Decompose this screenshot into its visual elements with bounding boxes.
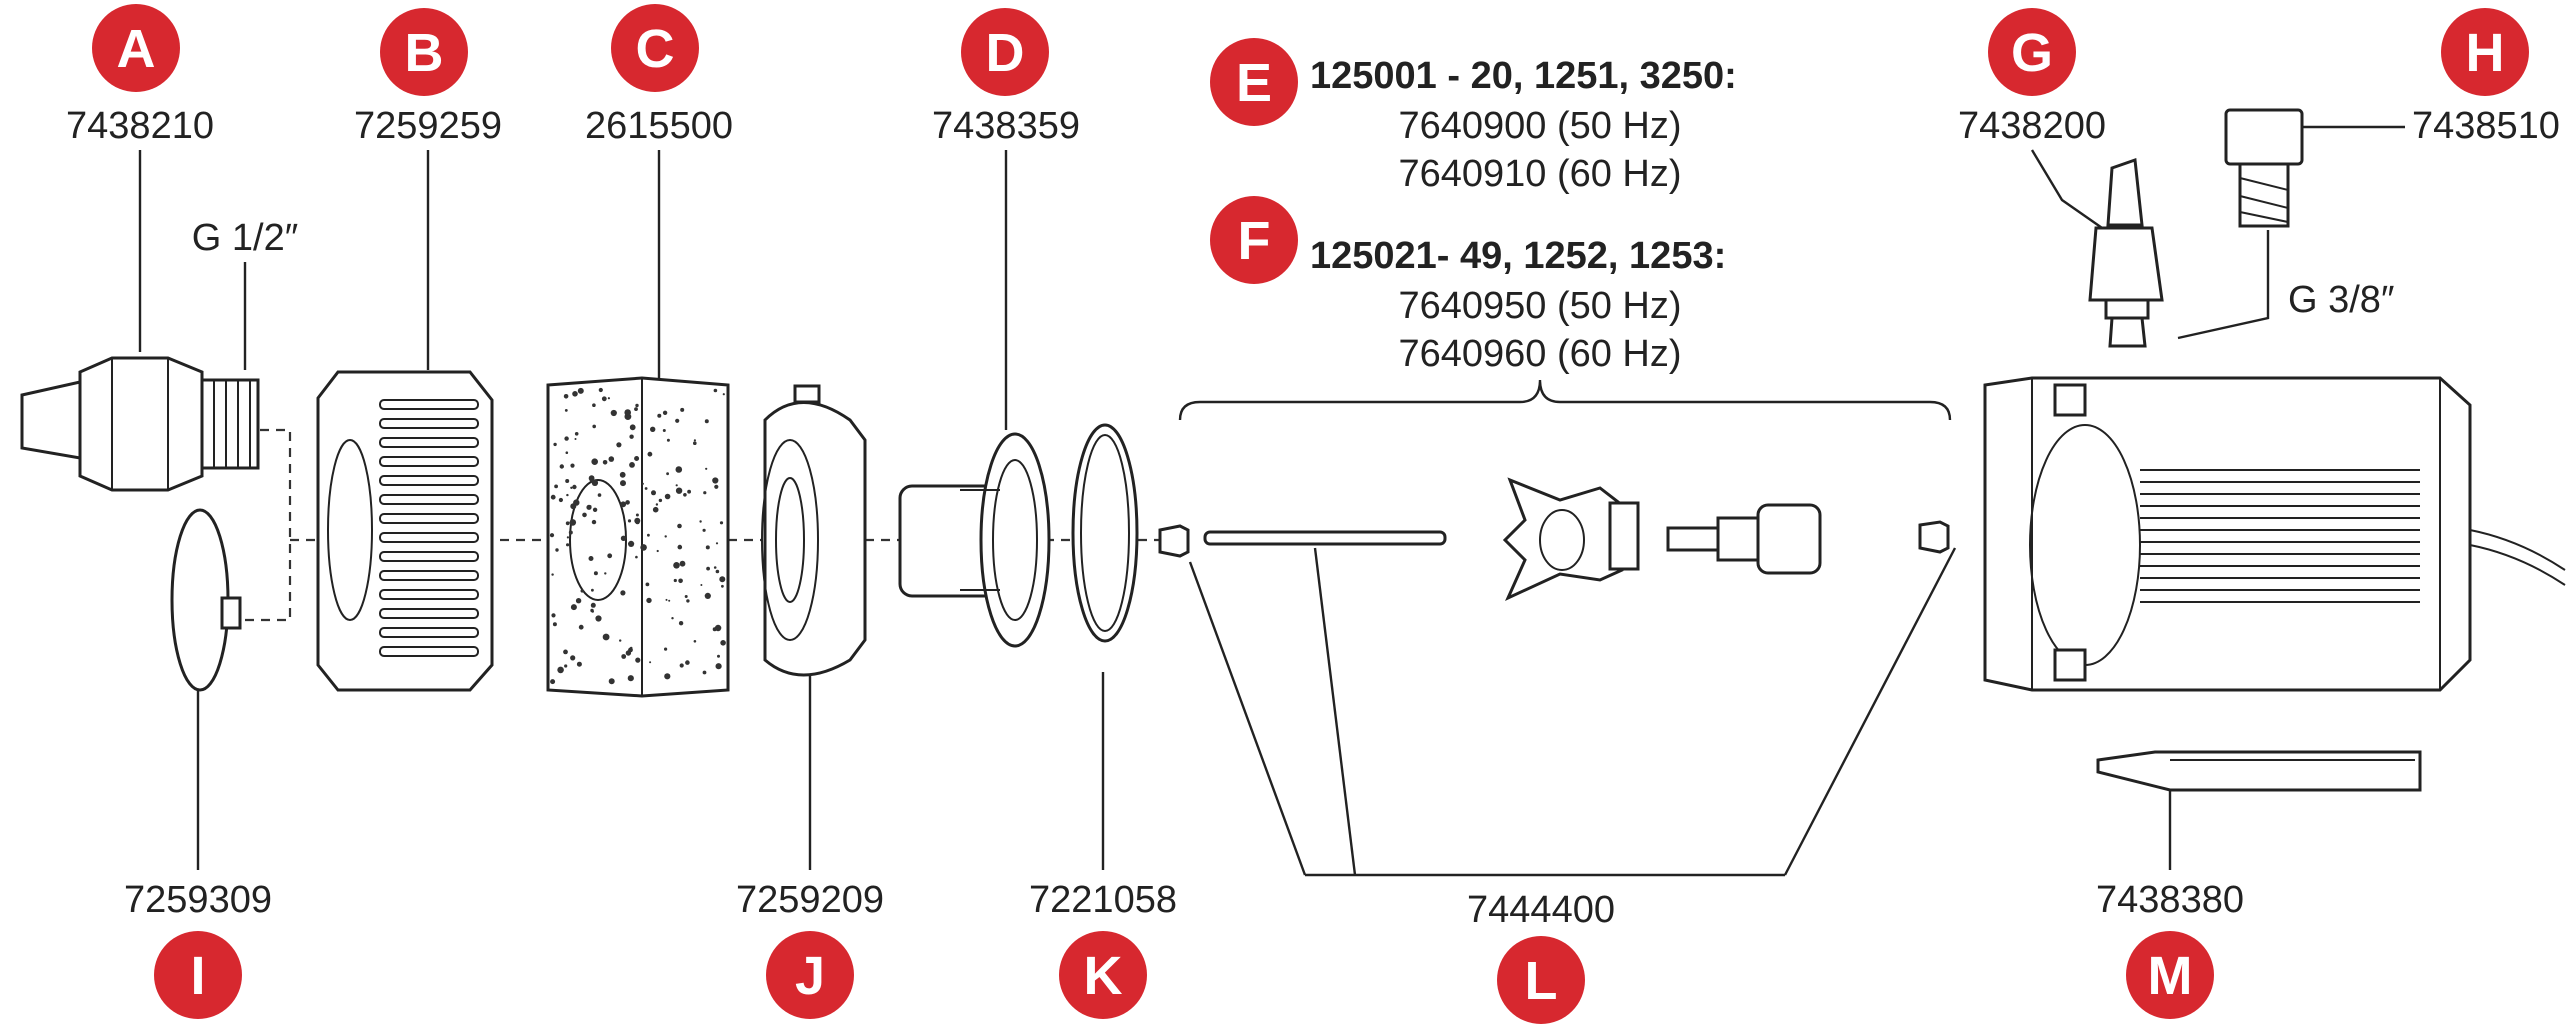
svg-text:F: F <box>1238 211 1271 271</box>
thread-label-motor: G 3/8″ <box>2288 279 2394 321</box>
assembly-axis <box>225 428 1160 622</box>
svg-text:I: I <box>190 946 205 1006</box>
svg-text:G: G <box>2011 23 2053 83</box>
thread-label-outlet: G 1/2″ <box>192 217 298 259</box>
svg-text:L: L <box>1525 951 1558 1011</box>
impeller-models-e: 125001 - 20, 1251, 3250: <box>1310 55 1737 97</box>
badge-l: L <box>1497 936 1585 1024</box>
cap-part <box>170 508 242 692</box>
svg-text:B: B <box>405 23 444 83</box>
svg-text:E: E <box>1236 53 1272 113</box>
impeller-number-f-60hz: 7640960 (60 Hz) <box>1398 333 1681 375</box>
svg-text:C: C <box>636 19 675 79</box>
part-number-i: 7259309 <box>124 879 272 921</box>
hose-nozzle-part <box>2088 157 2164 348</box>
badge-f: F <box>1210 196 1298 284</box>
svg-text:A: A <box>117 19 156 79</box>
part-number-k: 7221058 <box>1029 879 1177 921</box>
svg-text:H: H <box>2466 23 2505 83</box>
badge-d: D <box>961 8 1049 96</box>
impeller-number-f-50hz: 7640950 (50 Hz) <box>1398 285 1681 327</box>
svg-text:J: J <box>795 946 825 1006</box>
o-ring-part <box>1071 423 1139 643</box>
strainer-cage-part <box>316 370 494 692</box>
badge-i: I <box>154 931 242 1019</box>
badge-a: A <box>92 4 180 92</box>
badge-k: K <box>1059 931 1147 1019</box>
svg-text:D: D <box>986 23 1025 83</box>
intake-housing-part <box>898 432 1051 648</box>
badge-h: H <box>2441 8 2529 96</box>
part-number-h: 7438510 <box>2412 105 2560 147</box>
part-number-m: 7438380 <box>2096 879 2244 921</box>
sponge-filter-part <box>546 376 730 698</box>
part-number-b: 7259259 <box>354 105 502 147</box>
outlet-nozzle-part <box>20 356 260 492</box>
bearing-shaft-part <box>1158 520 1950 558</box>
badge-c: C <box>611 4 699 92</box>
part-number-j: 7259209 <box>736 879 884 921</box>
badge-b: B <box>380 8 468 96</box>
small-connector-part <box>2224 108 2304 228</box>
part-number-a: 7438210 <box>66 105 214 147</box>
svg-text:K: K <box>1084 946 1123 1006</box>
badge-j: J <box>766 931 854 1019</box>
leader-lines <box>138 125 2405 877</box>
svg-text:M: M <box>2148 946 2193 1006</box>
impeller-part <box>1502 477 1822 602</box>
mounting-plate-part <box>2096 750 2422 792</box>
part-number-d: 7438359 <box>932 105 1080 147</box>
badge-e: E <box>1210 38 1298 126</box>
badge-m: M <box>2126 931 2214 1019</box>
part-number-g: 7438200 <box>1958 105 2106 147</box>
part-number-c: 2615500 <box>585 105 733 147</box>
impeller-number-e-60hz: 7640910 (60 Hz) <box>1398 153 1681 195</box>
impeller-models-f: 125021- 49, 1252, 1253: <box>1310 235 1726 277</box>
motor-housing-part <box>1983 376 2566 692</box>
intake-cover-part <box>761 384 867 677</box>
part-number-l: 7444400 <box>1467 889 1615 931</box>
impeller-number-e-50hz: 7640900 (50 Hz) <box>1398 105 1681 147</box>
badge-g: G <box>1988 8 2076 96</box>
